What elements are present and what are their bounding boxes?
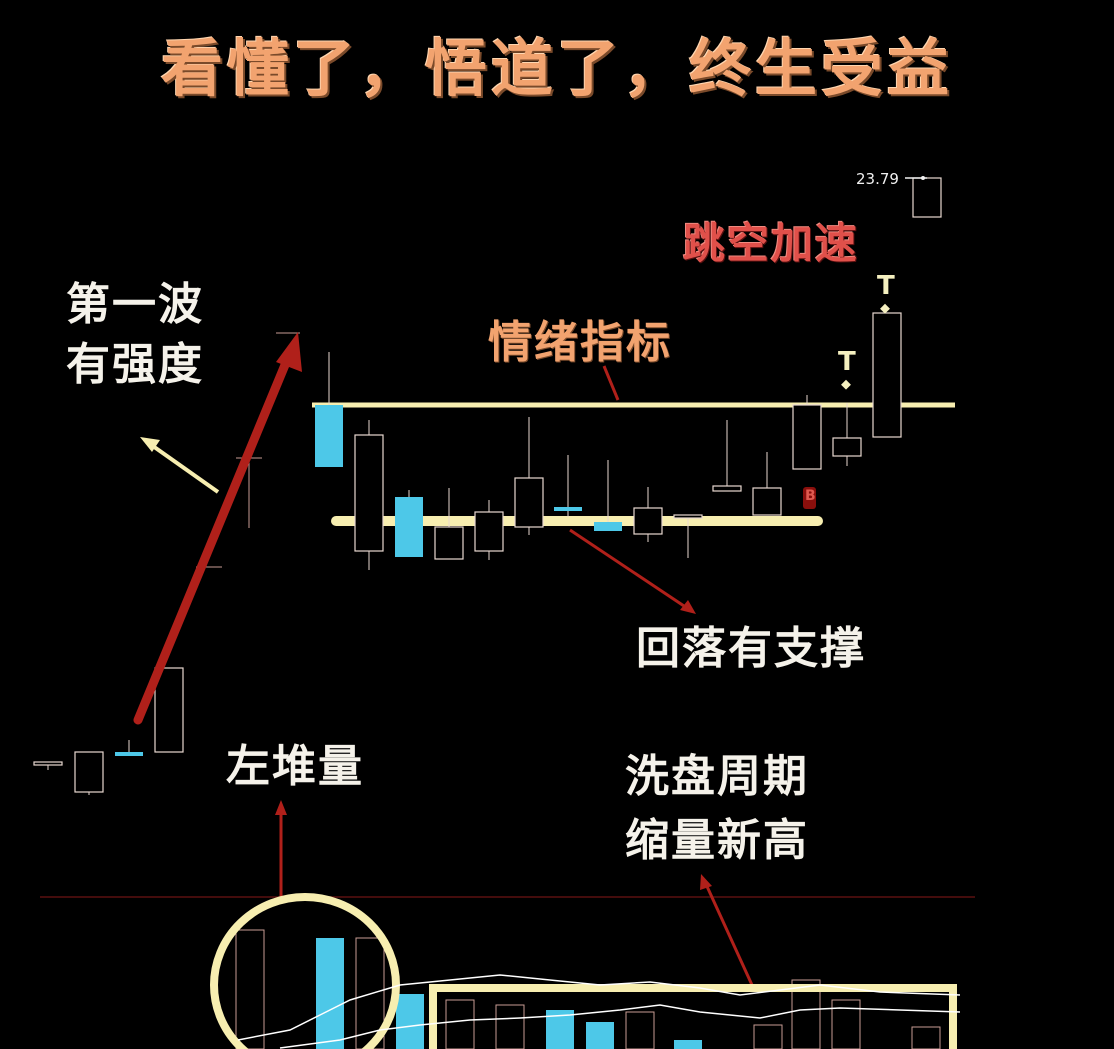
- price-label: 23.79: [856, 170, 899, 188]
- candles-group: [33, 177, 942, 795]
- candle: [554, 507, 582, 511]
- gap-acceleration-label: 跳空加速: [683, 219, 860, 268]
- candle: [712, 485, 742, 492]
- pointer-arrow: [148, 442, 220, 494]
- candle: [633, 507, 663, 535]
- pullback-support-label: 回落有支撑: [636, 623, 866, 674]
- sentiment-indicator-label: 情绪指标: [488, 317, 672, 368]
- first-wave-label-line2: 有强度: [66, 339, 204, 390]
- candle: [514, 477, 544, 528]
- volume-bar: [625, 1011, 655, 1049]
- first-wave-label-line1: 第一波: [66, 279, 204, 330]
- candle: [872, 312, 902, 438]
- volume-bar: [235, 929, 265, 1049]
- candle: [792, 404, 822, 470]
- candle: [752, 487, 782, 516]
- volume-bar: [753, 1024, 783, 1049]
- volume-bar: [396, 994, 424, 1049]
- volume-bar: [831, 999, 861, 1049]
- left-volume-circle: [210, 893, 400, 1049]
- wash-cycle-label-line1: 洗盘周期: [625, 751, 809, 802]
- volume-bar: [911, 1026, 941, 1049]
- volume-group: [235, 929, 941, 1049]
- t-marker-1: T: [838, 347, 856, 377]
- candle: [912, 177, 942, 218]
- buy-marker: [803, 487, 816, 509]
- volume-bar: [674, 1040, 702, 1049]
- wash-cycle-box: [429, 984, 957, 1049]
- candle: [474, 511, 504, 552]
- volume-bar: [495, 1004, 525, 1049]
- volume-bar: [355, 937, 385, 1049]
- candle: [395, 497, 423, 557]
- volume-bar: [586, 1022, 614, 1049]
- b-marker: B: [805, 488, 816, 504]
- candle: [673, 514, 703, 519]
- trend-arrow-head: [276, 332, 302, 372]
- volume-bar: [791, 979, 821, 1049]
- trend-arrow: [133, 343, 297, 725]
- volume-bar: [316, 938, 344, 1049]
- candle: [594, 522, 622, 531]
- candle: [115, 752, 143, 756]
- candle: [354, 434, 384, 552]
- candle: [434, 526, 464, 560]
- candle: [33, 761, 63, 766]
- candle: [315, 405, 343, 467]
- wash-cycle-label-line2: 缩量新高: [625, 815, 809, 866]
- candle: [74, 751, 104, 793]
- left-volume-label: 左堆量: [226, 741, 364, 792]
- page-title: 看懂了，悟道了，终生受益: [160, 32, 953, 105]
- volume-bar: [445, 999, 475, 1049]
- t-marker-2: T: [877, 271, 895, 301]
- candle: [832, 437, 862, 457]
- candle: [154, 667, 184, 753]
